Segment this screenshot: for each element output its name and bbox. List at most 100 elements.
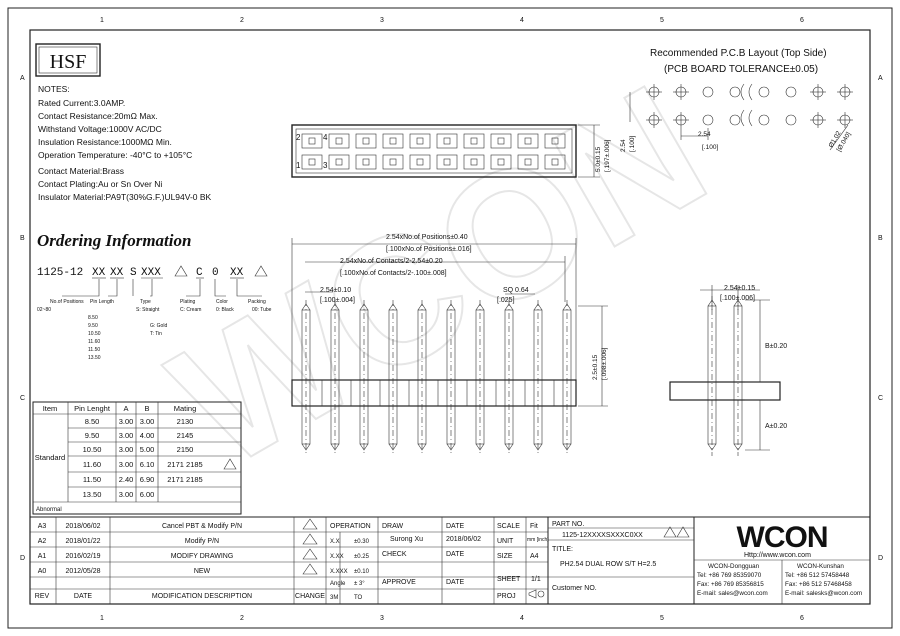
code-part: XX (92, 267, 106, 279)
pin-tip (446, 443, 456, 451)
revision-triangle-icon (302, 548, 318, 560)
dim-text: 2.54 (620, 139, 627, 152)
zone-label: C (20, 395, 25, 402)
table-header: Mating (174, 404, 197, 413)
rev-header: MODIFICATION DESCRIPTION (152, 593, 252, 600)
note-line: Contact Material:Brass (38, 166, 124, 176)
contact-cell (463, 133, 485, 149)
note-line: Contact Plating:Au or Sn Over Ni (38, 179, 162, 189)
company-url: Http://www.wcon.com (744, 552, 811, 559)
proj-label: PROJ (497, 593, 516, 600)
dim-text: [.100] (629, 136, 636, 152)
contact-cell (301, 154, 323, 170)
contact-cell (436, 133, 458, 149)
zone-label: A (878, 75, 883, 82)
table-cell: 6.10 (140, 460, 155, 469)
pin-tip (533, 443, 543, 451)
revision-triangle-icon (302, 563, 318, 575)
code-part: XX (230, 267, 244, 279)
unit-label: UNIT (497, 538, 514, 545)
pcb-hole (785, 86, 797, 98)
zone-label: 3 (380, 17, 384, 24)
dim-text: A±0.20 (765, 423, 787, 430)
code-part: S (130, 267, 137, 279)
side-view: 2.54±0.15 [.100±.006] B±0.20 A±0.20 (669, 285, 787, 456)
table-cell: 9.50 (85, 431, 100, 440)
option-value: 0: Black (216, 307, 234, 313)
title-label: TITLE: (552, 546, 573, 553)
contact-cell (517, 154, 539, 170)
table-cell: 2171 2185 (167, 460, 202, 469)
zone-label: B (878, 235, 883, 242)
pin-square (524, 137, 532, 145)
zone-label: 1 (100, 615, 104, 622)
part-no-value: 1125-12XXXXSXXXC0XX (562, 532, 643, 539)
tol-cell: X.XX (330, 554, 344, 560)
contact-cell (409, 154, 431, 170)
pin-number: 4 (323, 133, 328, 142)
rev-cell: 2016/02/19 (65, 553, 100, 560)
option-value: 02~80 (37, 307, 51, 313)
customer-label: Customer NO. (552, 585, 597, 592)
rev-header: DATE (74, 593, 92, 600)
dim-text: 2.54±0.15 (724, 285, 755, 292)
option-value: 8.50 (88, 315, 98, 321)
zone-label: 6 (800, 17, 804, 24)
option-value: G: Gold (150, 323, 167, 329)
pin-square (551, 158, 559, 166)
pin-tip (301, 443, 311, 451)
option-label: Plating (180, 299, 196, 305)
pcb-hole (729, 86, 741, 98)
code-part: C (196, 267, 203, 279)
note-line: Operation Temperature: -40°C to +105°C (38, 150, 192, 160)
note-line: Insulation Resistance:1000MΩ Min. (38, 137, 172, 147)
table-cell: 11.50 (83, 475, 101, 484)
dim-text: [.100xNo.of Positions±.016] (386, 246, 472, 253)
revision-triangle-icon (676, 526, 690, 538)
pin-square (362, 137, 370, 145)
pin-square (389, 158, 397, 166)
table-cell: 2130 (177, 417, 194, 426)
dim-text: [.100±.006] (720, 295, 755, 302)
rev-header: REV (35, 593, 50, 600)
pcb-tolerance: (PCB BOARD TOLERANCE±0.05) (664, 64, 818, 75)
zone-label: 5 (660, 17, 664, 24)
contact-cell (409, 133, 431, 149)
part-no-label: PART NO. (552, 521, 584, 528)
pin-square (335, 137, 343, 145)
pin-tip (504, 443, 514, 451)
option-value: S: Straight (136, 307, 160, 313)
wcon-logo: WCON (737, 521, 828, 554)
table-cell: 5.00 (140, 445, 155, 454)
pin-square (497, 137, 505, 145)
dim-text: [.100xNo.of Contacts/2-.100±.008] (340, 270, 447, 277)
hsf-logo-text: HSF (50, 51, 87, 73)
dim-text: 2.54xNo.of Contacts/2-2.54±0.20 (340, 258, 443, 265)
table-cell: 2.40 (119, 475, 134, 484)
tol-cell: Angle (330, 581, 346, 587)
date-label: DATE (446, 551, 464, 558)
pin-tip (475, 443, 485, 451)
rev-cell: Modify P/N (185, 538, 219, 545)
draw-label: DRAW (382, 523, 404, 530)
tol-cell: ± 3° (354, 581, 365, 587)
option-label: Pin Length (90, 299, 114, 305)
option-value: T: Tin (150, 331, 162, 337)
draw-name: Surong Xu (390, 536, 423, 543)
contact-cell (382, 133, 404, 149)
rev-header: CHANGE (295, 593, 325, 600)
table-header: Item (43, 404, 58, 413)
rev-cell: 2012/05/28 (65, 568, 100, 575)
table-header: Pin Lenght (74, 404, 111, 413)
tol-label: OPERATION (330, 523, 371, 530)
zone-label: 4 (520, 17, 524, 24)
revision-triangle-icon (254, 265, 268, 277)
option-value: 11.60 (88, 339, 100, 345)
tol-cell: ±0.30 (354, 539, 370, 545)
scale-label: SCALE (497, 523, 520, 530)
dim-text: [.025] (497, 297, 515, 304)
company-contact: Tel: +86 769 85359070 (697, 572, 762, 579)
outer-border (7, 7, 893, 629)
ordering-code: 1125-12 XX XX S XXX C 0 XX (37, 265, 268, 297)
ordering-options: No.of Positions 02~80 Pin Length 8.50 9.… (37, 299, 272, 361)
